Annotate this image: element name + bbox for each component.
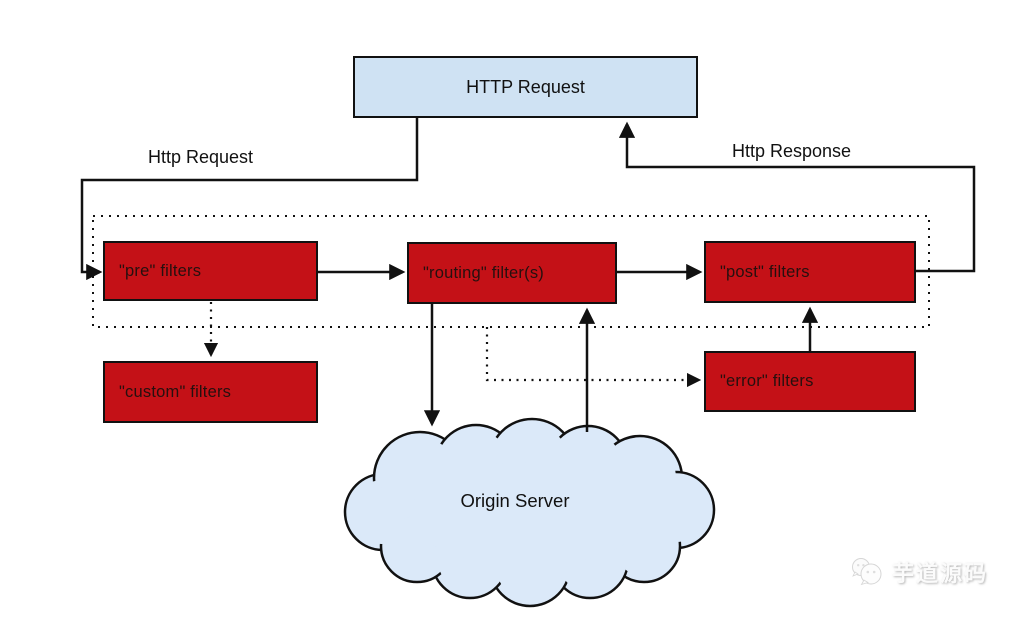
pre-filters-box: "pre" filters bbox=[103, 241, 318, 301]
http-response-edge-label: Http Response bbox=[732, 141, 852, 161]
origin-server-cloud bbox=[343, 417, 716, 608]
error-filters-label: "error" filters bbox=[720, 372, 814, 390]
watermark: 芋道源码 bbox=[850, 556, 988, 588]
error-filters-box: "error" filters bbox=[704, 351, 916, 412]
arrow-post-to-response bbox=[618, 121, 976, 273]
http-request-box-label: HTTP Request bbox=[466, 76, 585, 97]
watermark-text: 芋道源码 bbox=[891, 561, 988, 586]
arrow-request-to-pre bbox=[80, 118, 419, 281]
custom-filters-box: "custom" filters bbox=[103, 361, 318, 423]
custom-filters-label: "custom" filters bbox=[119, 382, 232, 401]
dotted-arrow-to-error bbox=[485, 327, 702, 388]
routing-filters-box: "routing" filter(s) bbox=[407, 242, 617, 304]
filter-chain-boundary bbox=[92, 215, 930, 328]
routing-filters-label: "routing" filter(s) bbox=[423, 263, 544, 282]
http-request-edge-label: Http Request bbox=[148, 147, 254, 167]
post-filters-box: "post" filters bbox=[704, 241, 916, 303]
origin-server-label: Origin Server bbox=[460, 490, 570, 511]
post-filters-label: "post" filters bbox=[720, 262, 810, 281]
http-request-box: HTTP Request bbox=[353, 56, 698, 118]
wechat-icon bbox=[851, 558, 882, 586]
pre-filters-label: "pre" filters bbox=[119, 261, 202, 280]
